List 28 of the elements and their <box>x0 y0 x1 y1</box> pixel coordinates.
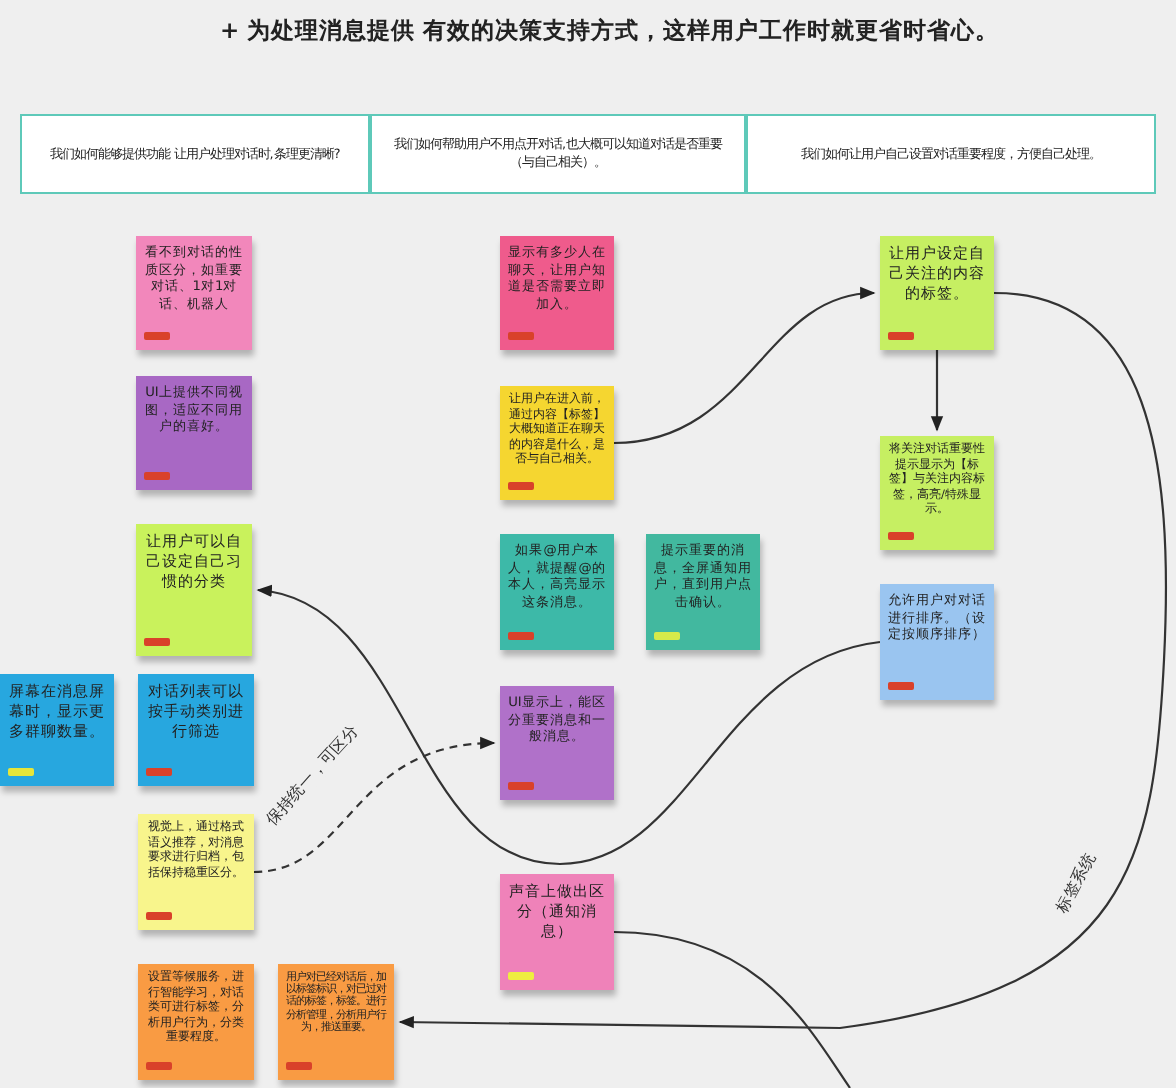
sticky-note <box>138 814 254 930</box>
sticky-note <box>646 534 760 650</box>
column-header-box <box>370 114 746 194</box>
sticky-note <box>880 436 994 550</box>
sticky-note <box>138 964 254 1080</box>
sticky-note <box>136 236 252 350</box>
sticky-note <box>0 674 114 786</box>
sticky-note <box>500 386 614 500</box>
sticky-note <box>500 874 614 990</box>
column-header-box <box>20 114 370 194</box>
sticky-note <box>500 686 614 800</box>
sticky-note <box>880 236 994 350</box>
sticky-note <box>136 524 252 656</box>
sticky-note <box>138 674 254 786</box>
arrow <box>613 288 876 445</box>
edge-label: 标签系统 <box>1049 846 1103 920</box>
connector-line <box>613 930 851 1088</box>
arrow <box>398 291 1167 1030</box>
sticky-note <box>880 584 994 700</box>
arrow <box>256 586 881 866</box>
sticky-note <box>500 534 614 650</box>
title: + 为处理消息提供 有效的决策支持方式，这样用户工作时就更省时省心。 <box>220 16 1002 46</box>
sticky-note <box>278 964 394 1080</box>
column-header-box <box>746 114 1156 194</box>
sticky-note <box>500 236 614 350</box>
arrow <box>253 737 496 874</box>
arrow <box>930 350 944 432</box>
sticky-note <box>136 376 252 490</box>
